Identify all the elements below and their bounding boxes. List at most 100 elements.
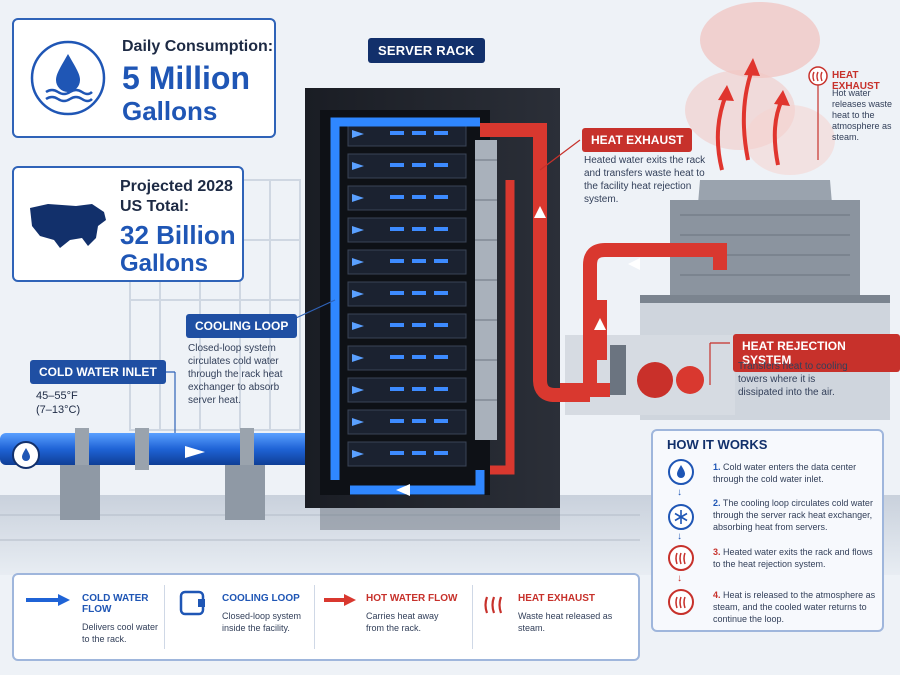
projection-line2: US Total: — [120, 198, 190, 215]
server-led — [390, 131, 404, 135]
legend-exhaust-title: HEAT EXHAUST — [518, 593, 596, 604]
server-rack-label: SERVER RACK — [368, 38, 485, 63]
flow-arrow — [352, 290, 364, 298]
server-led — [390, 387, 404, 391]
step-2-num: 2. — [713, 498, 721, 508]
server-led — [434, 259, 448, 263]
flow-arrow — [352, 450, 364, 458]
steam-step-icon — [668, 589, 694, 615]
flow-arrow — [352, 226, 364, 234]
flow-arrow — [352, 162, 364, 170]
legend-loop-desc: Closed-loop system inside the facility. — [222, 611, 302, 633]
server-led — [390, 195, 404, 199]
projection-unit: Gallons — [120, 250, 209, 277]
server-led — [412, 451, 426, 455]
step-arrow-2: ↓ — [677, 531, 682, 542]
heat-exhaust-tower-title: HEAT EXHAUST — [832, 70, 880, 92]
cooling-loop-desc: Closed-loop system circulates cold water… — [188, 343, 283, 406]
server-led — [412, 419, 426, 423]
heat-rejection-desc: Transfers heat to cooling towers where i… — [738, 361, 848, 398]
server-led — [390, 323, 404, 327]
server-led — [434, 227, 448, 231]
server-unit — [347, 281, 467, 307]
water-drop-icon — [30, 40, 106, 116]
flow-arrow — [352, 354, 364, 362]
cold-water-inlet-label: COLD WATER INLET — [30, 360, 166, 384]
legend-hot-desc: Carries heat away from the rack. — [366, 611, 439, 633]
loop-icon — [179, 590, 205, 616]
server-unit — [347, 217, 467, 243]
step-3-num: 3. — [713, 547, 721, 557]
legend-cold-title: COLD WATER FLOW — [82, 593, 149, 615]
legend-cold-desc: Delivers cool water to the rack. — [82, 622, 159, 644]
inlet-drop-icon — [12, 441, 40, 469]
red-arrow-icon — [324, 594, 356, 606]
server-led — [390, 259, 404, 263]
server-unit — [347, 377, 467, 403]
legend-hot-water: HOT WATER FLOW Carries heat away from th… — [324, 589, 474, 649]
server-led — [434, 419, 448, 423]
inlet-temp-c: (7–13°C) — [36, 404, 81, 416]
server-led — [390, 451, 404, 455]
step-arrow-3: ↓ — [677, 573, 682, 584]
server-unit — [347, 345, 467, 371]
legend-exhaust-desc: Waste heat released as steam. — [518, 611, 613, 633]
how-step-4: 4. Heat is released to the atmosphere as… — [713, 589, 878, 625]
server-led — [434, 355, 448, 359]
consumption-value: 5 Million — [122, 60, 250, 96]
cooling-loop-label: COOLING LOOP — [186, 314, 298, 338]
server-led — [412, 291, 426, 295]
flow-arrow — [352, 386, 364, 394]
server-led — [412, 259, 426, 263]
projection-value: 32 Billion — [120, 220, 236, 250]
projection-card: Projected 2028 US Total: 32 Billion Gall… — [12, 166, 244, 282]
server-unit — [347, 249, 467, 275]
legend-panel: COLD WATER FLOW Delivers cool water to t… — [12, 573, 640, 661]
server-led — [434, 195, 448, 199]
how-step-1: 1. Cold water enters the data center thr… — [713, 461, 878, 485]
flow-arrow — [352, 130, 364, 138]
consumption-unit: Gallons — [122, 96, 218, 126]
heat-step-icon — [668, 545, 694, 571]
projection-line1: Projected 2028 — [120, 178, 233, 195]
how-it-works-panel: HOW IT WORKS 1. Cold water enters the da… — [651, 429, 884, 632]
step-4-text: Heat is released to the atmosphere as st… — [713, 590, 876, 624]
inlet-temp-f: 45–55°F — [36, 390, 78, 402]
heat-waves-icon — [484, 596, 503, 614]
consumption-label: Daily Consumption: — [122, 38, 274, 55]
heat-rejection-label: HEAT REJECTION SYSTEM — [733, 334, 900, 372]
step-1-num: 1. — [713, 462, 721, 472]
server-led — [412, 323, 426, 327]
legend-divider — [472, 585, 473, 649]
server-led — [412, 131, 426, 135]
us-map-icon — [30, 204, 106, 248]
server-led — [434, 387, 448, 391]
legend-loop-title: COOLING LOOP — [222, 593, 300, 604]
server-unit — [347, 153, 467, 179]
server-led — [412, 195, 426, 199]
server-led — [412, 387, 426, 391]
heat-waves-icon — [808, 66, 828, 86]
server-led — [390, 291, 404, 295]
server-unit — [347, 409, 467, 435]
snowflake-icon — [668, 504, 694, 530]
flow-arrow — [352, 418, 364, 426]
heat-exhaust-rack-label: HEAT EXHAUST — [582, 128, 693, 152]
step-arrow-1: ↓ — [677, 487, 682, 498]
flow-arrow — [352, 194, 364, 202]
blue-arrow-icon — [26, 594, 70, 606]
legend-heat-exhaust: HEAT EXHAUST Waste heat released as stea… — [482, 589, 632, 649]
legend-divider — [164, 585, 165, 649]
server-led — [412, 355, 426, 359]
step-2-text: The cooling loop circulates cold water t… — [713, 498, 873, 532]
step-1-text: Cold water enters the data center throug… — [713, 462, 857, 484]
server-led — [434, 131, 448, 135]
step-3-text: Heated water exits the rack and flows to… — [713, 547, 873, 569]
server-unit — [347, 441, 467, 467]
legend-divider — [314, 585, 315, 649]
drop-step-icon — [668, 459, 694, 485]
heat-exhaust-rack-desc: Heated water exits the rack and transfer… — [584, 155, 706, 205]
how-it-works-title: HOW IT WORKS — [667, 437, 768, 452]
how-step-2: 2. The cooling loop circulates cold wate… — [713, 497, 878, 533]
heat-exhaust-tower-desc: Hot water releases waste heat to the atm… — [832, 88, 893, 142]
